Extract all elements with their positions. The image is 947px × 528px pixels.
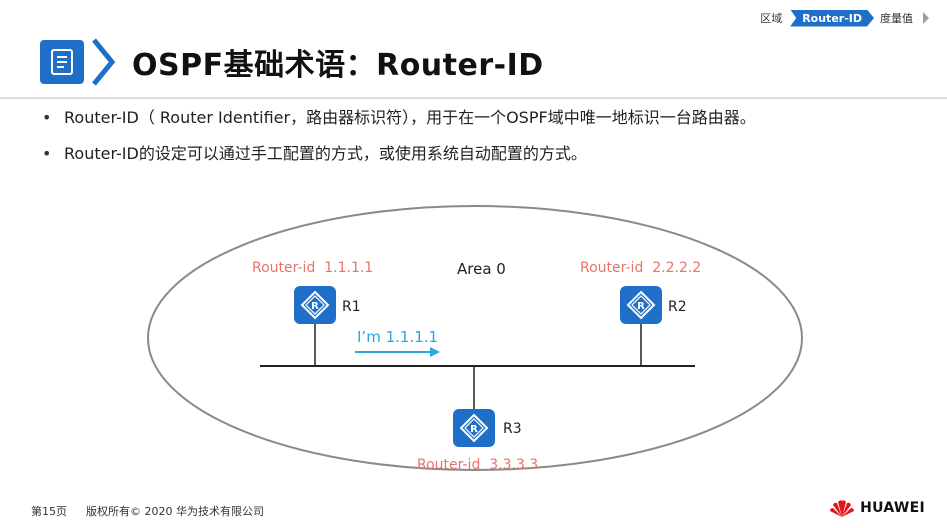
- breadcrumb-end-arrow: [923, 12, 929, 24]
- hello-message-arrow-head: [430, 347, 440, 357]
- bullet-item: Router-ID（ Router Identifier，路由器标识符），用于在…: [38, 106, 918, 130]
- bullet-item: Router-ID的设定可以通过手工配置的方式，或使用系统自动配置的方式。: [38, 142, 918, 166]
- router-r1-id: Router-id 1.1.1.1: [252, 260, 373, 276]
- router-r2-label: R2: [668, 299, 687, 315]
- page-number: 第15页: [31, 505, 67, 518]
- router-r3-id: Router-id 3.3.3.3: [417, 457, 538, 473]
- breadcrumb-item-area[interactable]: 区域: [760, 12, 783, 25]
- document-icon: [40, 40, 84, 84]
- breadcrumb: 区域 Router-ID 度量值: [754, 9, 931, 27]
- area-boundary: [147, 205, 803, 471]
- huawei-logo: HUAWEI: [829, 498, 925, 518]
- router-r2-id: Router-id 2.2.2.2: [580, 260, 701, 276]
- title-divider: [0, 97, 947, 99]
- area-label: Area 0: [457, 260, 506, 278]
- router-r1-label: R1: [342, 299, 361, 315]
- breadcrumb-item-router-id[interactable]: Router-ID: [790, 10, 874, 27]
- copyright: 版权所有© 2020 华为技术有限公司: [86, 505, 264, 518]
- hello-message-label: I’m 1.1.1.1: [357, 328, 438, 346]
- page-title: OSPF基础术语：Router-ID: [132, 48, 544, 83]
- bullet-list: Router-ID（ Router Identifier，路由器标识符），用于在…: [38, 106, 918, 178]
- logo-text: HUAWEI: [860, 500, 925, 516]
- chevron-right-icon: [92, 38, 116, 86]
- router-r3-icon[interactable]: [452, 408, 496, 448]
- huawei-flower-icon: [830, 500, 855, 517]
- router-r1-icon[interactable]: [293, 285, 337, 325]
- router-r3-label: R3: [503, 421, 522, 437]
- router-r2-icon[interactable]: [619, 285, 663, 325]
- breadcrumb-item-metric[interactable]: 度量值: [880, 12, 913, 25]
